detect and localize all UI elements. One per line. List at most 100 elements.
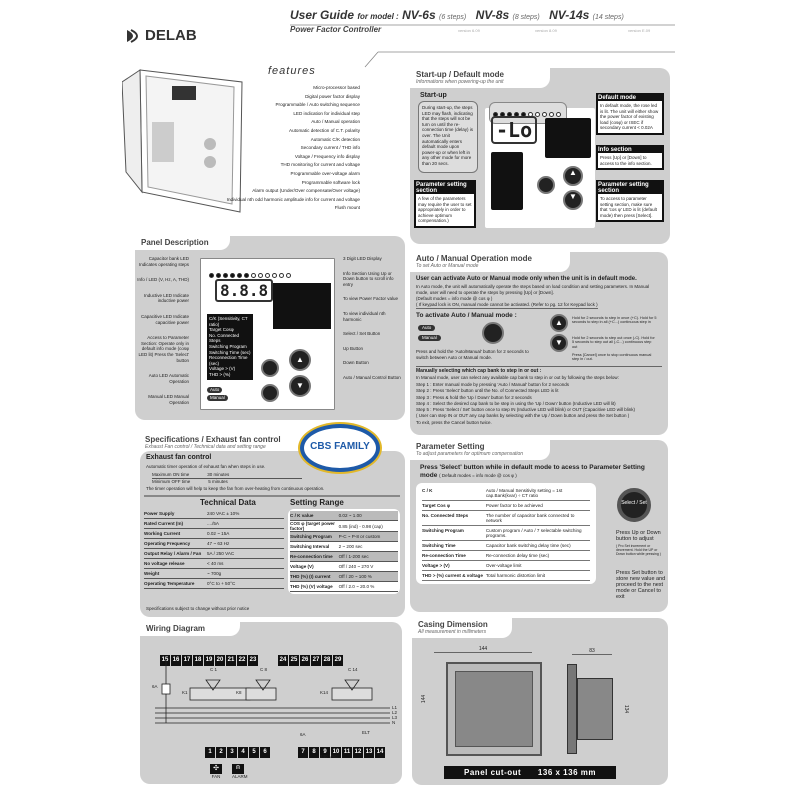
- specs-panel: Exhaust fan control Automatic timer oper…: [140, 451, 405, 617]
- phase-label: L1: [392, 705, 398, 710]
- startup-display: -Lo: [491, 116, 538, 144]
- depth-dim: 83: [572, 648, 612, 655]
- feature-item: Programmable over-voltage alarm: [290, 170, 360, 176]
- alarm-symbol: ⍝ALARM: [232, 764, 248, 780]
- up-button[interactable]: ▲: [563, 166, 583, 186]
- right-label: Auto / Manual Control Button: [343, 374, 401, 380]
- feature-item: Voltage / Frequency info display: [294, 153, 360, 159]
- fan-title: Exhaust fan control: [146, 454, 212, 461]
- auto-manual-text: In Auto mode, the unit will automaticall…: [416, 284, 650, 295]
- contactor-1: K1: [182, 690, 188, 695]
- auto-manual-button[interactable]: [482, 322, 504, 344]
- right-label: Select / Set Button: [343, 331, 381, 337]
- table-row: Rated Current (In)..../5A: [144, 519, 284, 529]
- terminal: 26: [300, 655, 310, 666]
- panel-up-button[interactable]: ▲: [289, 349, 311, 371]
- title-main: User Guide: [290, 8, 355, 22]
- param-led-label: THD > (%): [209, 371, 231, 377]
- cap-14: C 14: [348, 667, 358, 672]
- table-row: No voltage release< 40 ms: [144, 559, 284, 569]
- startup-panel: Start-up / Default mode Informations whe…: [410, 68, 670, 244]
- step-item: ( User can step IN or OUT any cap banks …: [416, 413, 630, 419]
- row-value: Total harmonic distortion limit: [485, 573, 546, 578]
- auto-manual-note1: (Default modes = info mode @ cos φ ): [416, 296, 493, 301]
- info-leds: [545, 118, 591, 158]
- panel-auto-manual-button[interactable]: [261, 384, 279, 402]
- row-value: 47 ~ 63 Hz: [207, 541, 230, 546]
- wiring-title: Wiring Diagram: [146, 624, 206, 633]
- am-up-button[interactable]: ▲: [550, 314, 568, 332]
- fan-symbol: ✣FAN: [210, 764, 222, 780]
- feature-item: Micro-processor based: [313, 85, 360, 90]
- panel-desc-title: Panel Description: [141, 238, 209, 247]
- select-button[interactable]: [537, 176, 555, 194]
- left-label: Capacitor bank LED Indicates operating s…: [138, 256, 189, 267]
- row-value: 0°C to + 50°C: [207, 581, 236, 586]
- off-label: Minimum OFF time: [152, 479, 191, 484]
- param-leds: [491, 152, 523, 210]
- fan-icon: ✣: [210, 764, 222, 774]
- panel-select-button[interactable]: [261, 359, 279, 377]
- model-3-steps: (14 steps): [592, 14, 624, 21]
- terminal: 23: [248, 655, 258, 666]
- casing-title: Casing Dimension: [418, 620, 488, 629]
- model-3: NV-14s: [549, 8, 590, 22]
- terminal: 17: [182, 655, 192, 666]
- row-value: The number of capacitor bank connected t…: [485, 513, 575, 523]
- cap-1: C 1: [210, 667, 218, 672]
- alarm-label: ALARM: [232, 774, 248, 779]
- auto-led: Auto: [418, 325, 436, 331]
- terminal: 20: [215, 655, 225, 666]
- startup-device: -Lo ▲ ▼: [485, 102, 595, 228]
- row-label: Switching Program: [422, 528, 464, 533]
- am-down-button[interactable]: ▼: [550, 334, 568, 352]
- left-label: Auto LED Automatic Operation: [148, 373, 189, 384]
- terminal: 18: [193, 655, 203, 666]
- auto-manual-panel: Auto / Manual Operation mode To set Auto…: [410, 252, 668, 435]
- info-title: Info section: [598, 147, 632, 153]
- panel-down-button[interactable]: ▼: [289, 375, 311, 397]
- row-value: 0.85 (ind) - 0.98 (cap): [338, 523, 383, 529]
- panel-description: Panel Description Capacitor bank LED Ind…: [135, 236, 405, 420]
- table-row: Operating Temperature 0°C to + 50°C: [144, 579, 284, 589]
- store-text: Press Set button to store new value and …: [616, 570, 666, 600]
- default-mode-box: Default mode In default mode, the rose l…: [596, 93, 664, 135]
- cutout-value: 136 x 136 mm: [537, 768, 596, 777]
- down-button[interactable]: ▼: [563, 190, 583, 210]
- wiring-lines: [155, 660, 390, 724]
- terminal: 29: [333, 655, 343, 666]
- fan-text: Automatic timer operation of exhaust fan…: [146, 464, 266, 469]
- param-title: Parameter Setting: [416, 442, 485, 451]
- param-headline: Press 'Select' button while in default m…: [420, 464, 660, 480]
- off-value: 5 minutes: [208, 479, 228, 484]
- terminal: 7: [298, 747, 308, 758]
- select-set-button[interactable]: Select / Set: [617, 488, 651, 522]
- feature-item: LED indication for individual step: [293, 110, 360, 116]
- manual-select-intro: In Manual mode, user can select any avai…: [416, 375, 619, 380]
- manual-led: Manual: [418, 335, 441, 341]
- step-item: Step 4 : Select the desired cap bank to …: [416, 400, 616, 406]
- feature-item: Secondary current / THD info: [300, 145, 360, 151]
- row-value: ..../5A: [207, 521, 220, 526]
- terminal: 3: [227, 747, 237, 758]
- phase-label: N: [392, 720, 396, 725]
- table-row: Voltage (V)Off / 240 ~ 270 V: [290, 562, 398, 572]
- right-label: To view individual nth harmonic: [343, 310, 386, 322]
- param2-text: To access to parameter setting section, …: [598, 194, 662, 221]
- left-label: Inductive LED Indicate inductive power: [143, 292, 189, 304]
- param-led-label: No. Connected Steps: [209, 332, 240, 344]
- row-label: Operating Temperature: [144, 581, 195, 586]
- step-item: Step 1 : Enter manual mode by pressing '…: [416, 382, 570, 387]
- terminal: 9: [320, 747, 330, 758]
- row-value: Auto / Manual Sensitivity setting = 1st …: [485, 488, 563, 498]
- off-time-row: Minimum OFF time 5 minutes: [152, 479, 302, 485]
